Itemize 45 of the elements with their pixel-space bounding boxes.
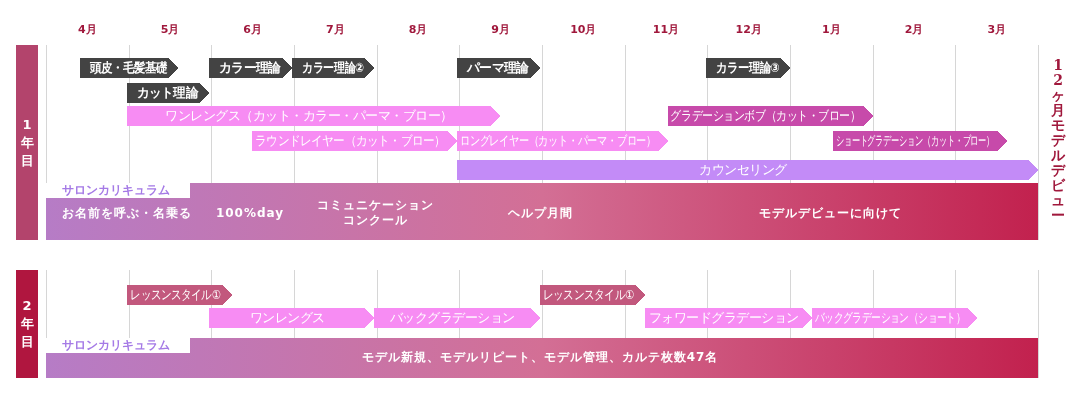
month-label: 9月 (490, 22, 511, 37)
training-bar: ラウンドレイヤー（カット・ブロー） (251, 131, 457, 151)
month-label: 3月 (986, 22, 1008, 37)
year-label: 1年目 (20, 115, 34, 170)
month-label: 2月 (903, 22, 925, 37)
side-note: 12ヶ月モデルデビュー (1050, 58, 1066, 223)
counseling-bar: カウンセリング (456, 160, 1038, 180)
curriculum-band (46, 338, 1039, 378)
month-label: 5月 (159, 22, 181, 37)
phase-label: モデル新規、モデルリピート、モデル管理、カルテ枚数47名 (361, 349, 719, 365)
month-label: 6月 (242, 22, 263, 37)
lesson-bar: カラー理論 (208, 58, 292, 78)
lesson-bar: レッスンスタイル① (539, 285, 646, 305)
lesson-bar: 頭皮・毛髪基礎 (79, 58, 179, 78)
training-bar: ワンレングス（カット・カラー・パーマ・ブロー） (127, 106, 500, 126)
lesson-bar: カット理論 (127, 83, 209, 103)
training-bar: フォワードグラデーション (645, 308, 812, 328)
phase-label: ヘルプ月間 (507, 205, 573, 221)
month-label: 1月 (821, 22, 842, 37)
training-bar: バックグラデーション (374, 308, 540, 328)
training-bar: バックグラデーション（ショート） (811, 308, 977, 328)
month-label: 8月 (407, 22, 429, 37)
training-bar: グラデーションボブ（カット・ブロー） (667, 106, 873, 126)
month-label: 4月 (77, 22, 98, 37)
year-label: 2年目 (20, 297, 34, 351)
year-tab (16, 45, 38, 240)
month-label: 11月 (651, 22, 681, 37)
phase-label: 100%day (215, 205, 285, 221)
training-bar: ショートグラデーション（カット・ブロー） (833, 131, 1007, 151)
training-bar: ロングレイヤー（カット・パーマ・ブロー） (456, 131, 668, 151)
lesson-bar: カラー理論③ (705, 58, 790, 78)
lesson-bar: レッスンスタイル① (127, 285, 232, 305)
section-heading: サロンカリキュラム (46, 183, 190, 198)
month-label: 10月 (569, 22, 598, 37)
lesson-bar: カラー理論② (291, 58, 375, 78)
month-label: 7月 (325, 22, 346, 37)
curriculum-band (46, 183, 1039, 240)
month-label: 12月 (734, 22, 763, 37)
phase-label: モデルデビューに向けて (758, 205, 902, 221)
section-heading: サロンカリキュラム (46, 338, 190, 353)
lesson-bar: パーマ理論 (456, 58, 540, 78)
year-tab (16, 270, 38, 378)
training-bar: ワンレングス (208, 308, 375, 328)
phase-label: コミュニケーションコンクール (315, 198, 435, 228)
phase-label: お名前を呼ぶ・名乗る (62, 205, 192, 221)
